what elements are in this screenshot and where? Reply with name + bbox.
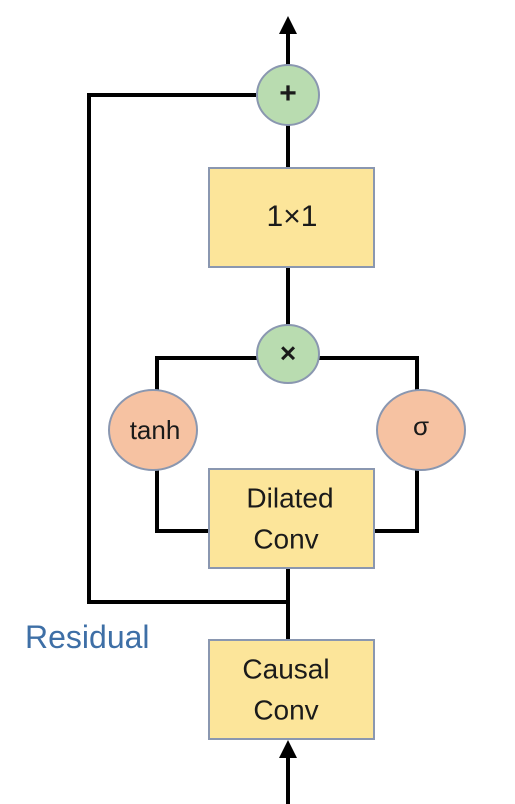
sigmoid-label: σ [413,411,429,441]
dilated-to-tanh-wire [155,468,209,533]
input-arrow [279,740,297,758]
tanh-activation: tanh [108,389,198,471]
connections [87,16,419,804]
add-symbol: + [279,77,297,110]
dilated-to-sigmoid-wire [374,468,419,533]
dilated-conv-label-line1: Dilated [246,482,333,513]
add-operator: + [256,64,320,126]
residual-label: Residual [25,619,150,655]
conv-1x1-label: 1×1 [267,200,318,233]
residual-wire [87,93,288,604]
multiply-operator: × [256,324,320,384]
dilated-conv-block: Dilated Conv [208,468,375,569]
output-arrow [279,16,297,34]
tanh-label: tanh [130,415,181,445]
sigmoid-activation: σ [376,389,466,471]
sigmoid-to-multiply-wire [318,356,419,392]
dilated-conv-label-line2: Conv [253,523,318,554]
causal-conv-block: Causal Conv [208,639,375,740]
tanh-to-multiply-wire [155,356,258,392]
causal-conv-label-line2: Conv [253,694,318,725]
conv-1x1-block: 1×1 [208,167,375,268]
causal-conv-label-line1: Causal [242,653,329,684]
multiply-symbol: × [280,337,296,368]
